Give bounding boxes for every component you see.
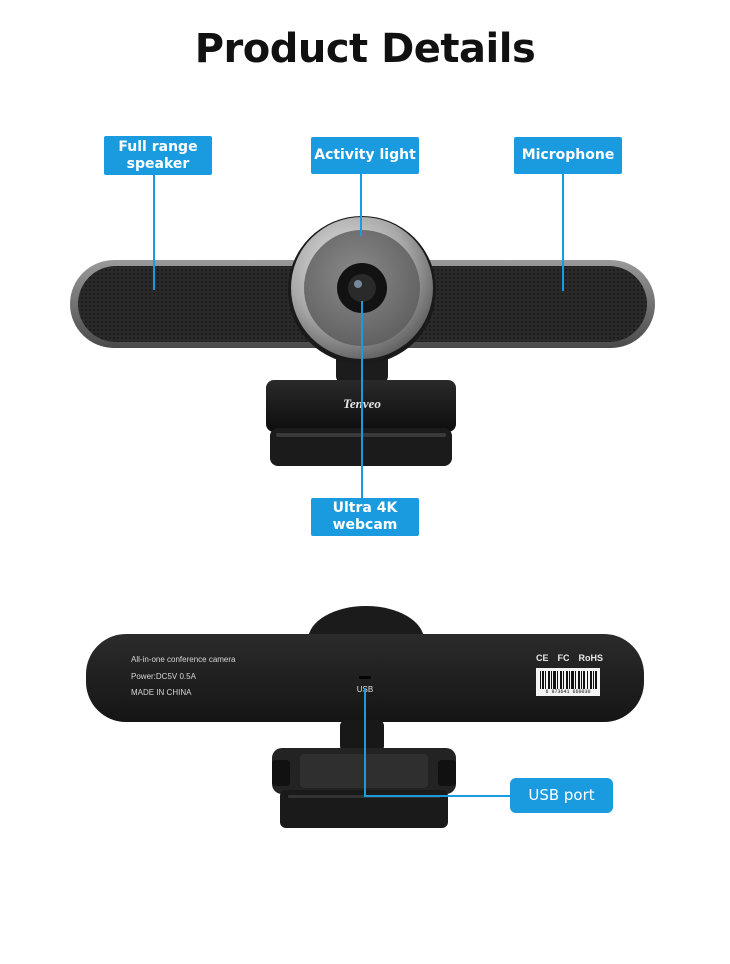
webcam-callout-line2: webcam — [332, 517, 398, 533]
microphone-callout-text: Microphone — [521, 147, 615, 163]
speaker-leader-line — [153, 175, 155, 290]
back-label-text-1: All-in-one conference camera — [131, 655, 236, 664]
fc-mark-icon: FC — [557, 653, 570, 663]
back-hinge — [340, 720, 384, 752]
webcam-leader-line — [361, 301, 363, 500]
rohs-mark-icon: RoHS — [578, 653, 604, 663]
usb-port-slot — [359, 676, 371, 679]
activity-light-callout-text: Activity light — [314, 147, 416, 163]
webcam-callout-line1: Ultra 4K — [332, 500, 398, 516]
callout-microphone: Microphone — [514, 137, 622, 174]
speaker-callout-line1: Full range — [118, 138, 198, 155]
page-title: Product Details — [194, 26, 536, 72]
callout-full-range-speaker: Full range speaker — [104, 136, 212, 175]
barcode-bars — [540, 671, 597, 689]
back-label-text-2: Power:DC5V 0.5A — [131, 672, 196, 681]
back-label-text-3: MADE IN CHINA — [131, 688, 192, 697]
clip-back-lower — [280, 790, 448, 828]
callout-usb-port: USB port — [510, 778, 613, 813]
certification-marks: CE FC RoHS — [536, 653, 603, 663]
usb-port-callout-text: USB port — [528, 786, 595, 804]
speaker-callout-line2: speaker — [126, 155, 190, 172]
callout-activity-light: Activity light — [311, 137, 419, 174]
usb-leader-horizontal — [364, 795, 512, 797]
usb-leader-vertical — [364, 688, 366, 796]
callout-ultra-4k-webcam: Ultra 4K webcam — [311, 498, 419, 536]
activity-light-leader-line — [360, 174, 362, 236]
barcode-number: 6 973641 660030 — [545, 689, 591, 695]
microphone-leader-line — [562, 174, 564, 291]
ce-mark-icon: CE — [536, 653, 549, 663]
webcam-back-view — [86, 606, 644, 828]
